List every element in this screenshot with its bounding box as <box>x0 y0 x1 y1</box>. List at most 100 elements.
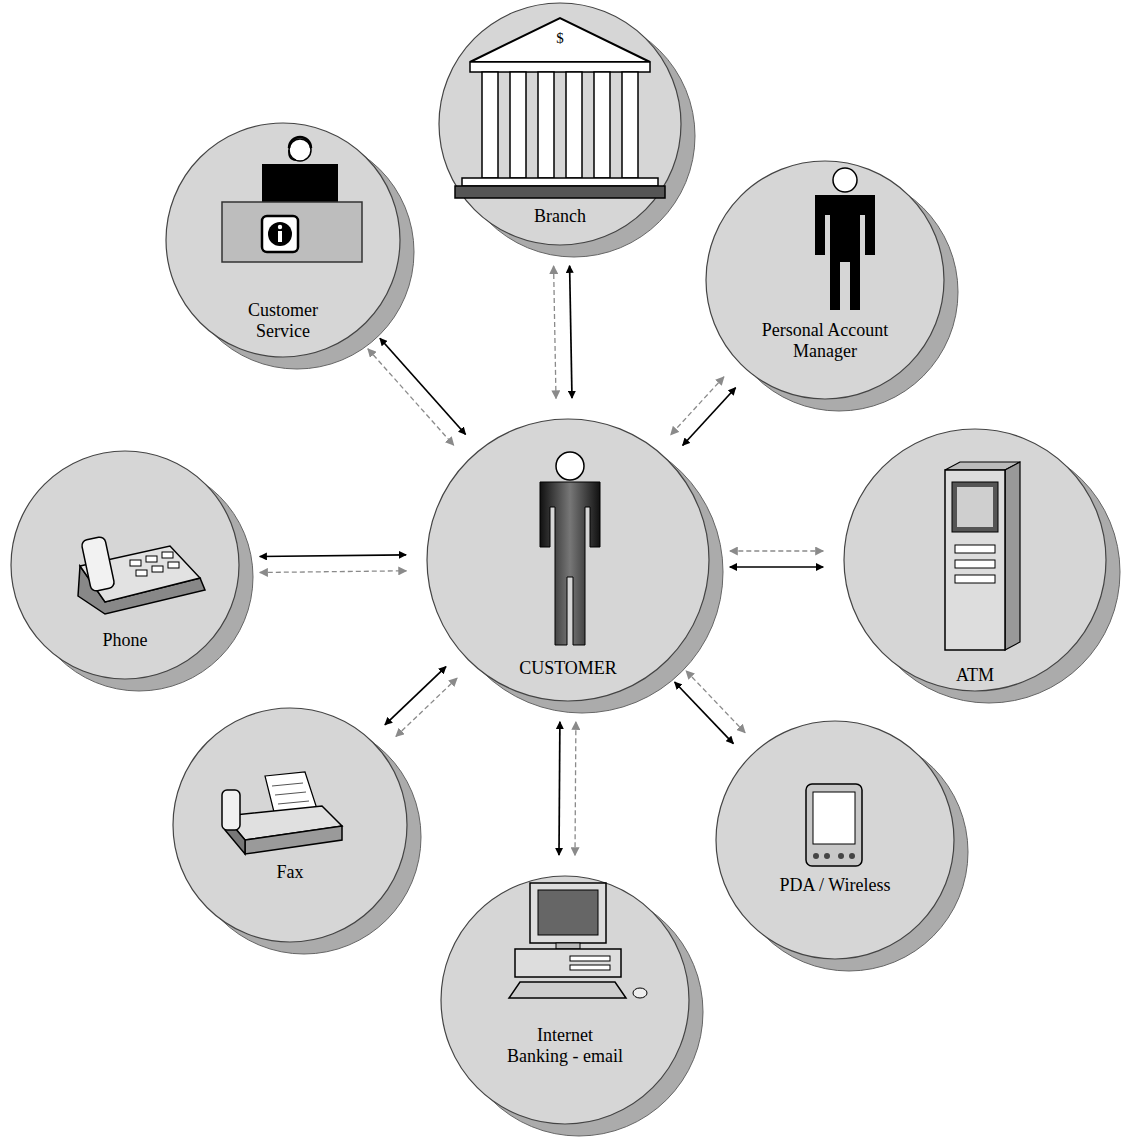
node-label: Branch <box>500 206 620 227</box>
atm-screen-frame <box>952 482 998 532</box>
computer-icon <box>509 883 647 998</box>
feedback-arrow <box>554 266 556 399</box>
customer-circle: CUSTOMER <box>426 418 710 702</box>
channel-arrow <box>385 667 446 725</box>
pda-icon <box>806 784 862 866</box>
drive-slot <box>570 956 610 961</box>
desk <box>222 202 362 262</box>
headset <box>289 137 311 148</box>
bank-roof <box>470 18 650 62</box>
feedback-arrow <box>671 377 724 435</box>
channel-circle: ATM <box>843 428 1107 692</box>
atm-screen <box>957 487 993 527</box>
bank-column <box>622 72 638 178</box>
telephone-icon <box>78 536 205 614</box>
atm-slot <box>955 545 995 553</box>
bank-column <box>566 72 582 178</box>
circle-face <box>706 161 944 399</box>
circle-outline <box>843 428 1107 692</box>
keyboard <box>509 982 626 998</box>
phone-key <box>168 562 179 568</box>
customer-icon <box>540 452 600 645</box>
phone-key <box>146 556 157 562</box>
phone-top <box>80 546 200 602</box>
channel-circle: Customer Service <box>165 122 401 358</box>
channel-circle: Phone <box>10 450 240 680</box>
feedback-arrow <box>730 550 824 551</box>
fax-front <box>245 826 342 854</box>
channel-arrow <box>570 266 572 398</box>
info-bar <box>278 231 282 242</box>
channel-arrow <box>730 566 823 568</box>
bank-base <box>455 186 665 198</box>
fax-paper <box>265 772 318 816</box>
pda-screen <box>813 792 855 844</box>
currency-sign: $ <box>548 30 572 47</box>
fax-paper-line <box>272 783 303 786</box>
mouse <box>633 988 647 998</box>
service-desk-icon <box>222 137 362 262</box>
headset-mic <box>289 150 296 160</box>
fax-paper-line <box>278 801 309 804</box>
bank-column <box>510 72 526 178</box>
channel-circle: Fax <box>172 707 408 943</box>
bank-step <box>462 178 658 186</box>
fax-side <box>225 816 245 854</box>
info-dot <box>278 225 282 229</box>
phone-handset <box>81 536 115 592</box>
node-label: Personal Account Manager <box>758 320 893 361</box>
info-disc <box>268 222 292 246</box>
agent-head <box>289 139 311 161</box>
channel-circle: PDA / Wireless <box>715 720 955 960</box>
node-label: Customer Service <box>233 300 333 341</box>
fax-icon <box>222 772 342 854</box>
bank-column <box>594 72 610 178</box>
bank-icon <box>455 18 665 198</box>
feedback-arrow <box>396 678 457 736</box>
node-label: CUSTOMER <box>498 658 638 679</box>
node-label: Fax <box>250 862 330 883</box>
atm-slot <box>955 575 995 583</box>
circle-outline <box>715 720 955 960</box>
fax-top <box>225 806 342 840</box>
monitor <box>530 883 606 943</box>
circle-face <box>716 721 954 959</box>
atm-top <box>945 462 1020 470</box>
atm-slot <box>955 560 995 568</box>
pda-button <box>838 853 844 859</box>
circle-face <box>427 419 709 701</box>
phone-key <box>162 552 173 558</box>
phone-key <box>136 570 147 576</box>
person-body <box>540 482 600 645</box>
bank-column <box>482 72 498 178</box>
atm-icon <box>945 462 1020 650</box>
person-head <box>556 452 584 480</box>
circle-outline <box>440 875 690 1125</box>
person-head <box>833 168 857 192</box>
node-label: Phone <box>75 630 175 651</box>
channel-circle: Personal Account Manager <box>705 160 945 400</box>
fax-handset <box>222 790 240 830</box>
feedback-arrow <box>686 671 745 733</box>
bank-column <box>538 72 554 178</box>
feedback-arrow <box>574 722 576 856</box>
circle-outline <box>172 707 408 943</box>
atm-side <box>1005 462 1020 650</box>
circle-face <box>439 3 681 245</box>
circle-face <box>166 123 400 357</box>
pda-body <box>806 784 862 866</box>
channel-arrow <box>558 722 561 855</box>
atm-front <box>945 470 1005 650</box>
bank-beam <box>470 62 650 72</box>
node-label: PDA / Wireless <box>765 875 905 896</box>
phone-base <box>78 566 205 614</box>
node-label: Internet Banking - email <box>505 1025 625 1066</box>
circle-face <box>173 708 407 942</box>
node-label: ATM <box>935 665 1015 686</box>
circle-outline <box>705 160 945 400</box>
monitor-screen <box>538 890 598 935</box>
